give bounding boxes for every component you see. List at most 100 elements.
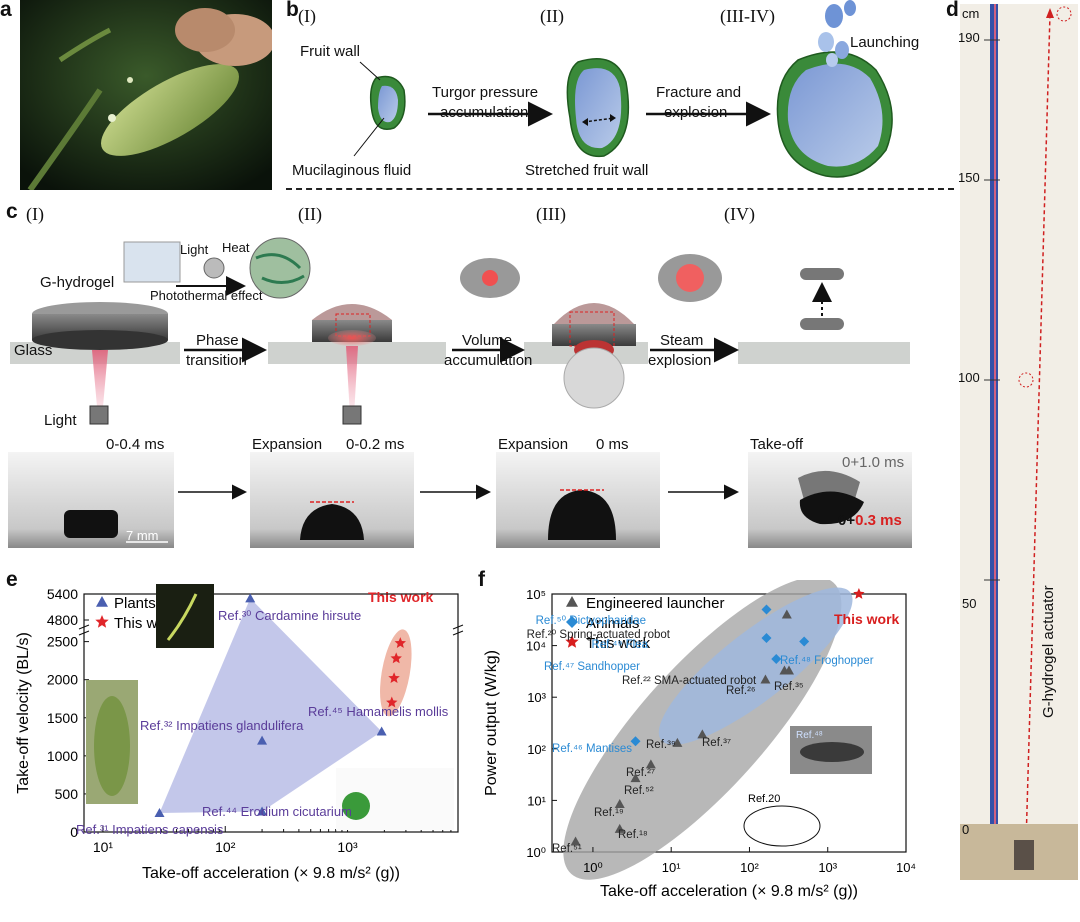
chart-f-inset-robot: [743, 805, 821, 847]
chart-f-point-label: Ref.¹⁹: [594, 807, 624, 819]
chart-f-ylabel: Power output (W/kg): [483, 650, 500, 796]
time-4a: 0+1.0 ms: [842, 454, 905, 471]
stage-c-2: (II): [298, 204, 322, 224]
chart-f-inset-label-2: Ref.20: [748, 793, 780, 805]
chart-f-point-label: Ref.⁵⁰ Dictyopharidae: [536, 615, 646, 627]
chart-e-legend-plants: Plants: [114, 595, 156, 612]
panel-b-label: b: [286, 0, 299, 21]
chart-e-point-label: Ref.³¹ Impatiens capensis: [76, 822, 224, 837]
chart-e-point: [245, 593, 256, 603]
panel-f-label: f: [478, 568, 485, 591]
chart-f-engineered-point: [570, 836, 581, 846]
chart-f-point-label: Ref.³⁵: [774, 681, 804, 693]
chart-e-legend-plants-marker: [96, 596, 108, 607]
actuator-label: G-hydrogel actuator: [1040, 585, 1057, 718]
chart-f-point-label: Ref.⁵¹: [552, 843, 582, 855]
chart-f-point-label: Ref.⁴⁹ Flea: [591, 639, 648, 651]
launching-label: Launching: [850, 34, 920, 51]
photothermal-label: Photothermal effect: [150, 288, 263, 303]
panel-d-label: d: [946, 0, 959, 21]
highspeed-photos: [8, 452, 912, 548]
volume-label-1: Volume: [462, 332, 513, 349]
chart-f-engineered-point: [784, 665, 794, 675]
chart-f-engineered-point: [614, 799, 625, 809]
chart-e-thiswork-region: [380, 629, 412, 717]
chart-f-inset-froghopper-body: [800, 742, 864, 762]
stage-b-2: (II): [540, 6, 564, 26]
time-1: 0-0.4 ms: [106, 436, 165, 453]
chart-e-ytick-upper-label: 4800: [47, 612, 78, 628]
chart-f-xtick-label: 10¹: [662, 860, 681, 875]
chart-e-plants-region: [159, 598, 382, 813]
chart-e-xtick-label: 10²: [215, 839, 236, 855]
chart-f-ytick-label: 10⁰: [526, 845, 546, 860]
chart-e-point-label: Ref.³⁰ Cardamine hirsute: [218, 608, 361, 623]
volume-label-2: accumulation: [444, 352, 533, 369]
panel-a-label: a: [0, 0, 12, 21]
time-3: 0 ms: [596, 436, 629, 453]
chart-f-point-label: Ref.⁵²: [624, 785, 654, 797]
chart-f-animal-point: [771, 653, 782, 664]
turgor-label-2: accumulation: [440, 104, 529, 121]
chart-e-point-label: Ref.⁴⁴ Erodium cicutarium: [202, 804, 352, 819]
chart-f-engineered-point: [697, 729, 708, 739]
mucilaginous-fluid-label: Mucilaginous fluid: [292, 162, 412, 179]
panel-c-label: c: [6, 200, 18, 223]
chart-e-thiswork-point: [386, 696, 398, 708]
chart-f-animal-point: [630, 736, 641, 747]
tick-190: 190: [958, 30, 980, 45]
chart-e-ytick-label: 1000: [47, 748, 78, 764]
chart-e-axis-break-right: [452, 624, 464, 636]
cm-unit: cm: [962, 6, 980, 21]
chart-f-thiswork-point: [853, 588, 865, 599]
panel-c-schematic: [10, 237, 910, 425]
chart-e-point: [154, 807, 165, 817]
chart-e-thiswork-point: [388, 672, 400, 683]
stage-c-1: (I): [26, 204, 44, 224]
chart-f-thiswork-label: This work: [834, 611, 900, 627]
chart-f-xlabel: Take-off acceleration (× 9.8 m/s² (g)): [600, 883, 858, 900]
time-2: 0-0.2 ms: [346, 436, 405, 453]
chart-f-animal-point: [799, 636, 810, 647]
chart-f-point-label: Ref.²⁶: [726, 685, 756, 697]
chart-f-engineered-point: [614, 823, 625, 833]
chart-f-legend-thiswork: This work: [586, 635, 651, 652]
chart-f-animal-region: [658, 587, 853, 745]
chart-f-legend-animals-marker: [566, 616, 578, 628]
g-hydrogel-label: G-hydrogel: [40, 274, 115, 291]
steam-label-2: explosion: [648, 352, 712, 369]
chart-e-xtick-label: 10¹: [93, 839, 114, 855]
chart-f-animal-point: [761, 604, 772, 615]
glass-label: Glass: [14, 342, 53, 359]
light-label-inset: Light: [180, 242, 209, 257]
chart-f-animal-point: [761, 633, 772, 644]
takeoff-label: Take-off: [750, 436, 804, 453]
chart-e-ytick-upper-label: 5400: [47, 586, 78, 602]
chart-e-ytick-label: 0: [70, 824, 78, 840]
light-source-label: Light: [44, 412, 77, 429]
chart-f-legend-thiswork-marker: [565, 635, 579, 648]
chart-e-point: [257, 806, 268, 816]
chart-e-legend-thiswork-marker: [95, 615, 109, 628]
stage-b-1: (I): [298, 6, 316, 26]
chart-e-inset-capsule-body: [94, 696, 130, 796]
chart-f-point-label: Ref.³⁷: [702, 737, 731, 749]
chart-f-engineered-point: [781, 609, 792, 619]
chart-f-point-label: Ref.³⁹: [646, 739, 676, 751]
chart-f-point-label: Ref.⁴⁷ Sandhopper: [544, 661, 640, 673]
chart-f-frame: [551, 593, 907, 853]
chart-e-inset-pod-stem: [166, 593, 198, 641]
chart-f-point-label: Ref.²² SMA-actuated robot: [622, 675, 757, 687]
expansion-1: Expansion: [252, 436, 323, 453]
chart-e-ytick-label: 1500: [47, 710, 78, 726]
tick-0: 0: [962, 822, 970, 837]
chart-f-ytick-label: 10⁴: [526, 639, 546, 654]
chart-e-point: [257, 735, 268, 745]
chart-e-axis-break: [78, 624, 90, 636]
chart-e-ytick-label: 2500: [47, 634, 78, 650]
chart-f-engineered-point: [760, 674, 771, 684]
chart-f-point-label: Ref.⁴⁶ Mantises: [552, 743, 632, 755]
chart-f-engineered-point: [645, 759, 656, 769]
turgor-label-1: Turgor pressure: [432, 84, 539, 101]
